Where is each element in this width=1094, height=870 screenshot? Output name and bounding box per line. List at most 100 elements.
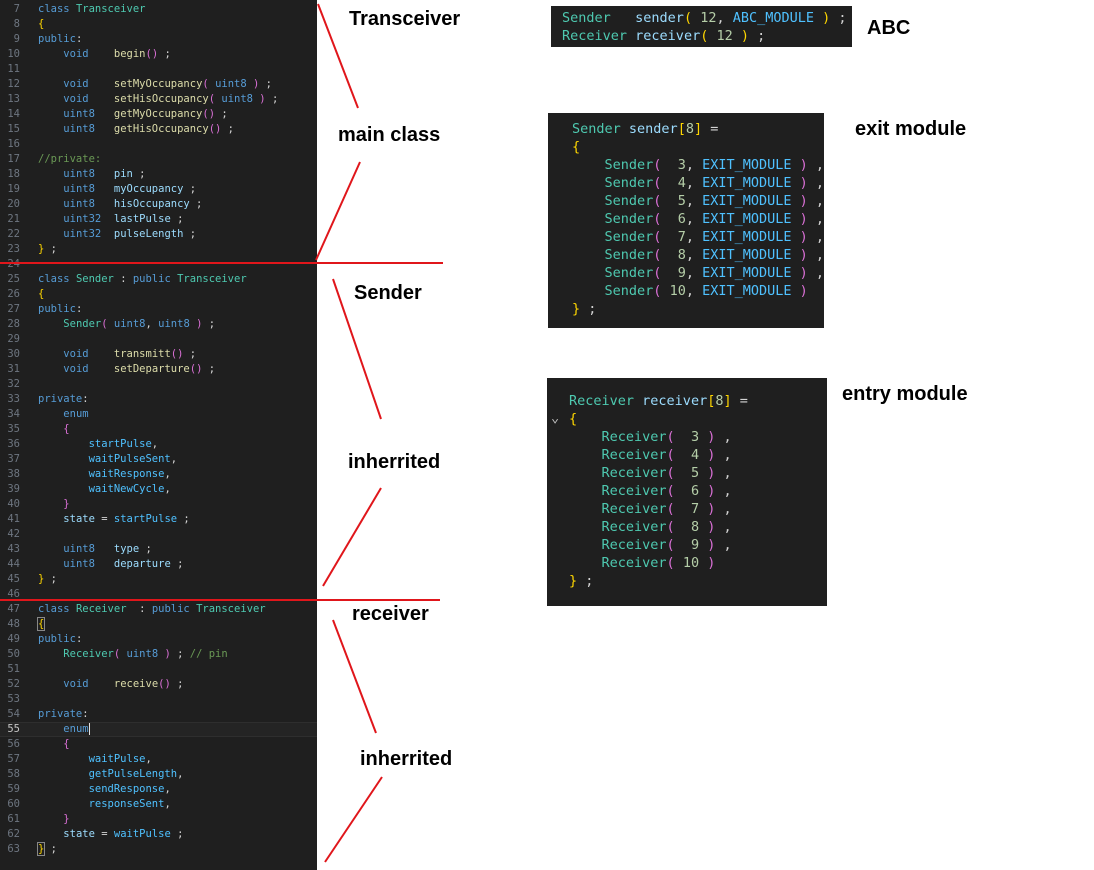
code-line[interactable]: 16	[0, 137, 317, 152]
code-line[interactable]: Sender sender( 12, ABC_MODULE ) ;	[562, 9, 847, 27]
code-line[interactable]: Receiver( 10 )	[569, 554, 716, 572]
code-line[interactable]: 11	[0, 62, 317, 77]
code-token	[38, 228, 63, 240]
code-line[interactable]: 28 Sender( uint8, uint8 ) ;	[0, 317, 317, 332]
code-line[interactable]: Sender( 4, EXIT_MODULE ) ,	[572, 174, 825, 192]
code-line[interactable]: 62 state = waitPulse ;	[0, 827, 317, 842]
code-token: )	[699, 465, 716, 481]
code-token: :	[75, 33, 83, 45]
code-line[interactable]: 24	[0, 257, 317, 272]
code-token	[38, 408, 63, 420]
code-line[interactable]: 61 }	[0, 812, 317, 827]
code-line[interactable]: 63} ;	[0, 842, 317, 857]
code-line[interactable]: Receiver receiver[8] =	[569, 392, 748, 410]
code-line[interactable]: 19 uint8 myOccupancy ;	[0, 182, 317, 197]
code-line[interactable]: 35 {	[0, 422, 317, 437]
code-line[interactable]: 8{	[0, 17, 317, 32]
code-line[interactable]: 38 waitResponse,	[0, 467, 317, 482]
code-line[interactable]: 31 void setDeparture() ;	[0, 362, 317, 377]
code-line[interactable]: 52 void receive() ;	[0, 677, 317, 692]
code-line[interactable]: 13 void setHisOccupancy( uint8 ) ;	[0, 92, 317, 107]
code-line[interactable]: 15 uint8 getHisOccupancy() ;	[0, 122, 317, 137]
code-line[interactable]: Receiver( 4 ) ,	[569, 446, 732, 464]
code-line[interactable]: 14 uint8 getMyOccupancy() ;	[0, 107, 317, 122]
code-line[interactable]: 23} ;	[0, 242, 317, 257]
code-token: =	[702, 121, 719, 137]
code-line[interactable]: 55 enum	[0, 722, 317, 737]
code-line[interactable]: 34 enum	[0, 407, 317, 422]
code-token: Sender	[604, 211, 654, 227]
code-token	[89, 348, 114, 360]
code-line[interactable]: 39 waitNewCycle,	[0, 482, 317, 497]
code-token: )	[814, 10, 831, 26]
code-line[interactable]: 50 Receiver( uint8 ) ; // pin	[0, 647, 317, 662]
code-line[interactable]: 21 uint32 lastPulse ;	[0, 212, 317, 227]
code-line[interactable]: Sender( 7, EXIT_MODULE ) ,	[572, 228, 825, 246]
code-line[interactable]: 48{	[0, 617, 317, 632]
code-line[interactable]: 17//private:	[0, 152, 317, 167]
code-line[interactable]: 32	[0, 377, 317, 392]
code-line[interactable]: Sender( 6, EXIT_MODULE ) ,	[572, 210, 825, 228]
code-line[interactable]: 36 startPulse,	[0, 437, 317, 452]
code-line[interactable]: 43 uint8 type ;	[0, 542, 317, 557]
code-line[interactable]: Receiver receiver( 12 ) ;	[562, 27, 765, 45]
code-line[interactable]: } ;	[569, 572, 593, 590]
code-line[interactable]: 58 getPulseLength,	[0, 767, 317, 782]
code-line[interactable]: Sender( 5, EXIT_MODULE ) ,	[572, 192, 825, 210]
code-line[interactable]: 10 void begin() ;	[0, 47, 317, 62]
code-line[interactable]: 20 uint8 hisOccupancy ;	[0, 197, 317, 212]
code-line[interactable]: Receiver( 3 ) ,	[569, 428, 732, 446]
code-line[interactable]: {	[572, 138, 580, 156]
code-line[interactable]: Sender( 3, EXIT_MODULE ) ,	[572, 156, 825, 174]
code-token	[569, 447, 602, 463]
code-token: Receiver	[562, 28, 628, 44]
code-line[interactable]: 29	[0, 332, 317, 347]
code-line[interactable]: 42	[0, 527, 317, 542]
code-line[interactable]: 57 waitPulse,	[0, 752, 317, 767]
code-line[interactable]: Sender( 8, EXIT_MODULE ) ,	[572, 246, 825, 264]
code-line[interactable]: 12 void setMyOccupancy( uint8 ) ;	[0, 77, 317, 92]
code-line[interactable]: 22 uint32 pulseLength ;	[0, 227, 317, 242]
code-line[interactable]: 40 }	[0, 497, 317, 512]
code-line[interactable]: 26{	[0, 287, 317, 302]
code-line[interactable]: 46	[0, 587, 317, 602]
code-line[interactable]: Receiver( 5 ) ,	[569, 464, 732, 482]
code-line[interactable]: Receiver( 6 ) ,	[569, 482, 732, 500]
abc-code-panel[interactable]: Sender sender( 12, ABC_MODULE ) ;Receive…	[551, 6, 852, 47]
code-line[interactable]: 44 uint8 departure ;	[0, 557, 317, 572]
code-line[interactable]: Sender( 9, EXIT_MODULE ) ,	[572, 264, 825, 282]
code-line[interactable]: 37 waitPulseSent,	[0, 452, 317, 467]
code-line[interactable]: 59 sendResponse,	[0, 782, 317, 797]
entry-module-code-panel[interactable]: ⌄ Receiver receiver[8] ={ Receiver( 3 ) …	[547, 378, 827, 606]
code-line[interactable]: 30 void transmitt() ;	[0, 347, 317, 362]
code-line[interactable]: Sender sender[8] =	[572, 120, 718, 138]
code-line[interactable]: Sender( 10, EXIT_MODULE )	[572, 282, 808, 300]
code-line[interactable]: 18 uint8 pin ;	[0, 167, 317, 182]
code-line[interactable]: {	[569, 410, 577, 428]
code-line[interactable]: Receiver( 7 ) ,	[569, 500, 732, 518]
code-token	[38, 123, 63, 135]
code-token: 7	[677, 229, 686, 245]
code-line[interactable]: 56 {	[0, 737, 317, 752]
fold-chevron-icon[interactable]: ⌄	[551, 410, 560, 426]
code-line[interactable]: Receiver( 9 ) ,	[569, 536, 732, 554]
code-token: 9	[690, 537, 700, 553]
code-line[interactable]: 41 state = startPulse ;	[0, 512, 317, 527]
code-line[interactable]: 53	[0, 692, 317, 707]
exit-module-code-panel[interactable]: Sender sender[8] ={ Sender( 3, EXIT_MODU…	[548, 113, 824, 328]
code-line[interactable]: Receiver( 8 ) ,	[569, 518, 732, 536]
code-line[interactable]: 60 responseSent,	[0, 797, 317, 812]
code-line[interactable]: 51	[0, 662, 317, 677]
code-token: Transceiver	[177, 273, 247, 285]
code-line[interactable]: 45} ;	[0, 572, 317, 587]
code-line[interactable]: } ;	[572, 300, 596, 318]
